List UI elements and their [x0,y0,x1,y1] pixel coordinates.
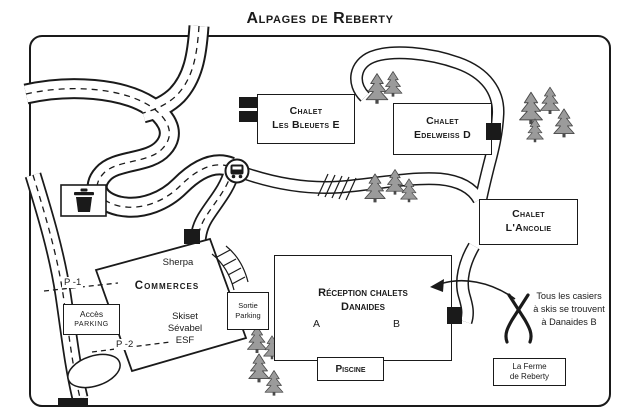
ferme-reberty-box: La Ferme de Reberty [493,358,566,386]
piscine-label: Piscine [335,363,366,375]
reception-line2: Danaides [341,301,385,314]
building-marker [184,229,200,244]
building-markers [58,97,257,406]
commerce-sevabel-label: Sévabel [167,323,203,334]
chalet-les-bleuets-box: Chalet Les Bleuets E [257,94,355,144]
fir-tree-icon [248,353,270,383]
commerce-sherpa-label: Sherpa [162,257,194,268]
chalet-ancolie-line2: L'Ancolie [505,222,552,234]
shuttle-bus-icon [224,158,250,184]
commerce-building-outline [94,237,248,373]
page-title: Alpages de Reberty [246,10,394,27]
fir-tree-icon [540,86,560,115]
chalet-les-bleuets-line2: Les Bleuets E [272,119,340,131]
callout-line2: à skis se trouvent [533,303,605,314]
commerce-skiset-label: Skiset [172,311,198,322]
building-marker [239,111,257,122]
fir-tree-icon [264,370,284,396]
trash-icon [60,184,107,217]
reception-line1: Réception chalets [318,287,408,299]
crossed-skis-icon [504,293,533,344]
building-marker [239,97,257,108]
ski-lockers-callout: Tous les casiers à skis se trouvent à Da… [529,290,609,329]
chalet-ancolie-line1: Chalet [512,208,545,221]
fir-tree-icon [383,71,403,97]
reception-danaides-box: Réception chalets Danaides A B [274,255,452,361]
parking-loop-road [67,353,121,389]
callout-line1: Tous les casiers [536,291,602,301]
fir-tree-icon [526,118,544,143]
chalet-ancolie-box: Chalet L'Ancolie [479,199,578,245]
piscine-box: Piscine [317,357,384,381]
chalet-les-bleuets-line1: Chalet [289,105,323,118]
fir-tree-icon [519,91,543,125]
stairs-to-sortie [211,245,249,291]
acces-parking-box: Accès PARKING [63,304,120,335]
ferme-line2: de Reberty [509,372,550,381]
danaides-unit-a: A [313,318,321,330]
building-marker [58,398,88,406]
danaides-unit-b: B [393,318,401,330]
acces-parking-line1: Accès [79,309,104,320]
chalet-edelweiss-line1: Chalet [426,115,459,128]
parking-level-2-label: P -2 [114,339,136,350]
fir-tree-icon [246,325,268,354]
commerce-esf-label: ESF [175,335,195,346]
map-border [29,35,611,407]
acces-parking-line2: PARKING [74,321,109,329]
chalet-edelweiss-line2: Edelweiss D [414,129,471,141]
ferme-line1: La Ferme [512,361,547,371]
parking-level-1-label: P -1 [62,277,84,288]
chalet-edelweiss-box: Chalet Edelweiss D [393,103,492,155]
callout-line3: à Danaides B [541,316,597,327]
sortie-parking-box: Sortie Parking [227,292,269,330]
sortie-parking-line2: Parking [235,311,261,320]
fir-tree-icon [365,73,389,105]
sortie-parking-line1: Sortie [238,301,258,311]
fir-tree-icon [553,108,575,138]
commerce-title-label: Commerces [134,280,200,292]
stairs-hatching-upper [317,173,357,201]
